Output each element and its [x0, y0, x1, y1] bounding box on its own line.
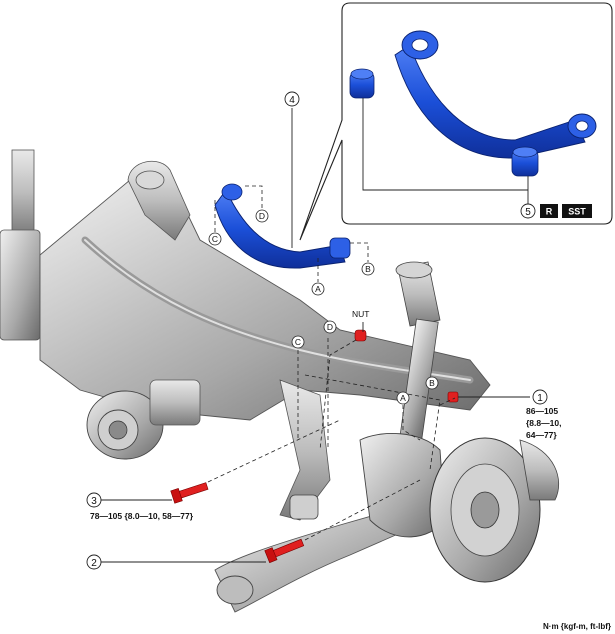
reference-lines — [214, 185, 441, 471]
svg-text:D: D — [327, 322, 333, 332]
crossmember-bushing-top — [135, 170, 165, 190]
bolt-2 — [264, 538, 305, 564]
lower-arm-bushing — [216, 575, 254, 605]
nut-label: NUT — [352, 309, 369, 319]
callout-1: 1 — [532, 389, 548, 405]
left-damper — [11, 149, 35, 236]
ref-d-upper: D — [255, 209, 269, 223]
leaders — [101, 108, 530, 563]
bolts — [170, 329, 459, 564]
svg-text:C: C — [212, 234, 218, 244]
svg-text:1: 1 — [537, 393, 543, 404]
inset-detail — [299, 2, 613, 241]
ref-a-lower: A — [396, 391, 410, 405]
differential — [86, 379, 201, 460]
svg-text:C: C — [295, 337, 301, 347]
ref-c-upper: C — [208, 232, 222, 246]
bushing-upper — [349, 68, 375, 99]
svg-text:A: A — [400, 393, 406, 403]
ref-b-lower: B — [425, 376, 439, 390]
torque-1-line2: {8.8—10, — [526, 418, 561, 428]
callout-4: 4 — [284, 91, 300, 107]
svg-text:R: R — [546, 207, 553, 217]
units-label: N·m {kgf-m, ft-lbf} — [543, 622, 611, 631]
svg-text:D: D — [259, 211, 265, 221]
torque-1-line1: 86—105 — [526, 406, 558, 416]
ref-a-upper: A — [311, 282, 325, 296]
bolt-axis-lines — [207, 397, 456, 541]
upper-arm-main — [214, 183, 351, 269]
link-bushing — [289, 494, 319, 520]
upper-arm-inset — [394, 30, 597, 159]
rear-crossmember-assembly — [0, 149, 559, 613]
svg-text:2: 2 — [91, 558, 97, 569]
svg-text:3: 3 — [91, 496, 97, 507]
trailing-link — [279, 379, 331, 521]
svg-text:5: 5 — [525, 207, 531, 218]
badge-sst: SST — [562, 204, 592, 218]
svg-text:B: B — [365, 264, 371, 274]
svg-text:A: A — [315, 284, 321, 294]
brake-disc — [429, 437, 559, 583]
callout-3: 3 — [86, 492, 102, 508]
svg-text:SST: SST — [568, 207, 586, 217]
svg-text:4: 4 — [289, 95, 295, 106]
inset-leader — [362, 98, 528, 191]
ref-d-lower: D — [323, 320, 337, 334]
left-spring — [0, 229, 41, 341]
bushing-lower — [511, 146, 539, 177]
svg-text:B: B — [429, 378, 435, 388]
rear-shock-absorber — [395, 261, 441, 442]
callout-5: 5 — [520, 203, 536, 219]
bolt-3 — [170, 482, 209, 504]
nut — [354, 329, 367, 342]
torque-1-line3: 64—77} — [526, 430, 557, 440]
badge-r: R — [540, 204, 558, 218]
callout-2: 2 — [86, 554, 102, 570]
ref-c-lower: C — [291, 335, 305, 349]
torque-3: 78—105 {8.0—10, 58—77} — [90, 511, 194, 521]
ref-b-upper: B — [361, 262, 375, 276]
